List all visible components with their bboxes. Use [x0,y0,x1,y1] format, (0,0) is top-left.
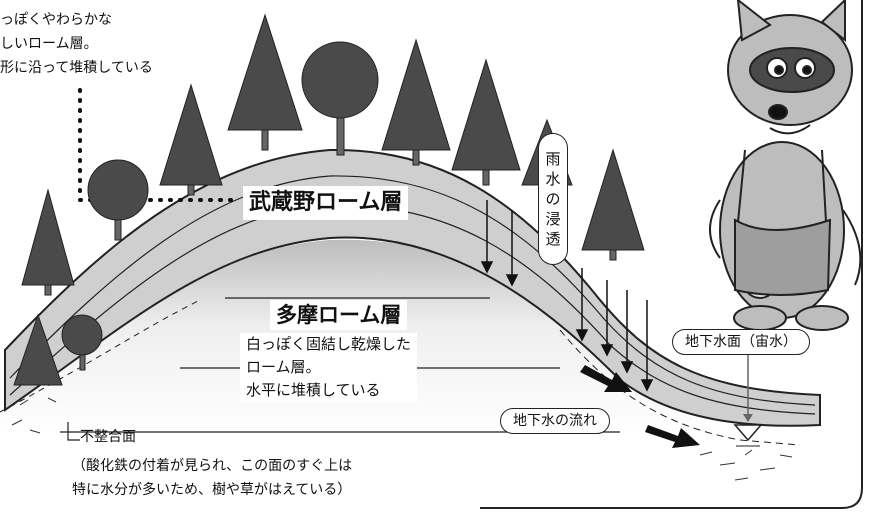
groundwater-level-label: 地下水面（宙水） [672,329,810,355]
tree-2 [87,159,149,241]
rain-char: の [545,190,561,208]
musashino-loam-layer [4,148,821,427]
tree-10 [13,313,63,386]
rain-char: 水 [545,170,561,188]
rain-infiltration-label: 雨 水 の 浸 透 [538,133,568,265]
tree-5 [301,41,379,156]
note-line: しいローム層。 [0,36,98,52]
tama-loam-description: 白っぽく固結し乾燥した ローム層。 水平に堆積している [240,333,418,402]
tama-line: ローム層。 [246,358,321,376]
note-line: 形に沿って堆積している [0,60,153,76]
rain-char: 透 [545,230,561,248]
unconformity-note-line: （酸化鉄の付着が見られ、この面のすぐ上は [72,458,353,474]
tree-11 [61,314,103,371]
note-line: っぽくやわらかな [0,12,112,28]
tama-line: 白っぽく固結し乾燥した [246,335,412,353]
unconformity-note-line: 特に水分が多いため、樹や草がはえている） [72,482,352,498]
tree-6 [381,38,451,166]
tree-9 [581,148,645,261]
tree-4 [227,13,303,151]
unconformity-note: （酸化鉄の付着が見られ、この面のすぐ上は 特に水分が多いため、樹や草がはえている… [72,454,352,502]
tama-line: 水平に堆積している [246,381,381,399]
tree-7 [451,58,521,186]
unconformity-label: 不整合面 [80,429,136,445]
tree-3 [159,83,223,196]
frame-border [480,0,863,509]
rain-char: 雨 [545,150,561,168]
mascot-tanuki [709,0,862,331]
groundwater-flow-label: 地下水の流れ [500,408,610,434]
tama-loam-label: 多摩ローム層 [270,300,408,330]
musashino-description: っぽくやわらかな しいローム層。 形に沿って堆積している [0,8,153,80]
tree-1 [21,188,75,296]
musashino-loam-label: 武蔵野ローム層 [243,186,409,220]
rain-char: 浸 [545,210,561,228]
